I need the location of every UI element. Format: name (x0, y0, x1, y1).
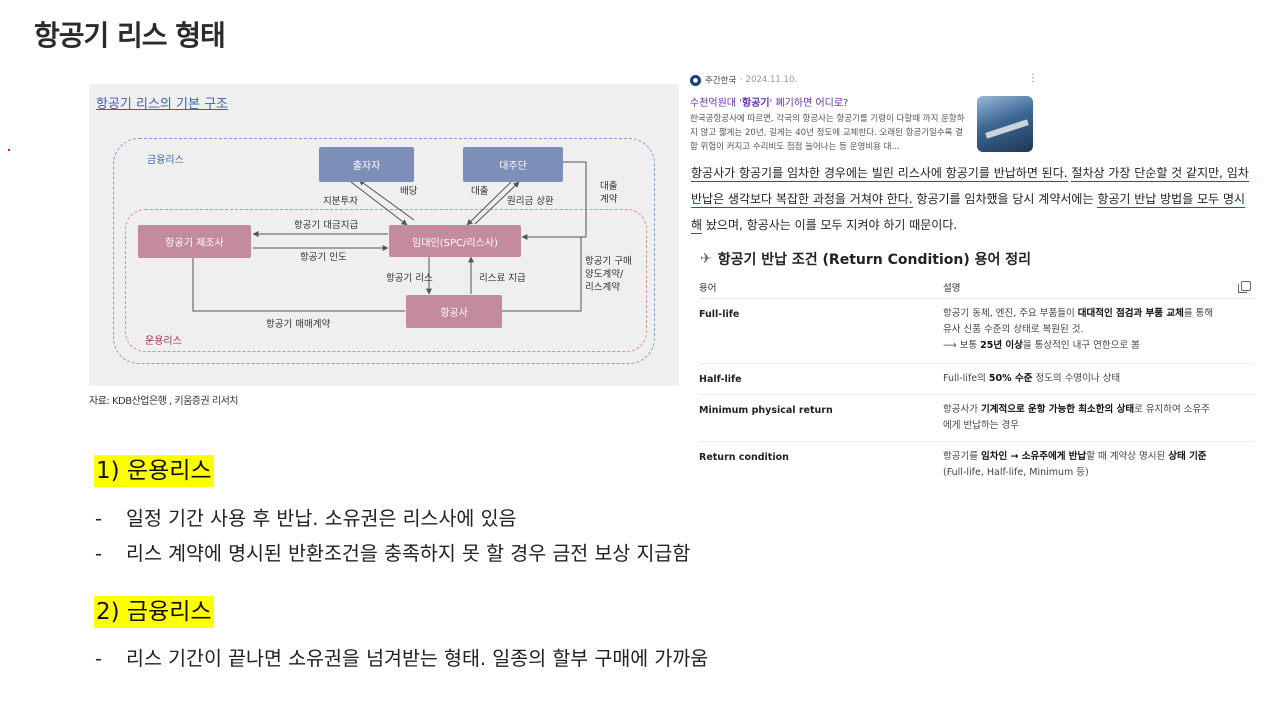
desc-bold: 상태 기준 (1168, 451, 1207, 462)
term-minimum: Minimum physical return (699, 405, 833, 416)
airplane-icon: ✈ (700, 251, 712, 267)
desc-minimum: 항공사가 기계적으로 운항 가능한 최소한의 상태로 유지하여 소유주 에게 반… (943, 402, 1255, 434)
article-title-post: ' 폐기하면 어디로? (769, 98, 849, 109)
desc-text: 정도의 수명이나 상태 (1032, 373, 1121, 384)
investor-node: 출자자 (319, 147, 414, 182)
desc-text: 로 유지하여 소유주 (1134, 404, 1211, 415)
desc-bold: 기계적으로 운항 가능한 최소한의 상태 (980, 404, 1135, 415)
desc-text: ⟶ 보통 (943, 340, 981, 351)
desc-full-life: 항공기 동체, 엔진, 주요 부품들이 대대적인 점검과 부품 교체를 통해 유… (943, 306, 1255, 354)
conditions-table: 용어 설명 Full-life 항공기 동체, 엔진, 주요 부품들이 대대적인… (699, 276, 1255, 486)
manufacturer-node: 항공기 제조사 (138, 225, 251, 258)
desc-text: 할 때 계약상 명시된 (1086, 451, 1169, 462)
sales-contract-label: 항공기 매매계약 (266, 319, 331, 330)
bullet-text: 리스 계약에 명시된 반환조건을 충족하지 못 할 경우 금전 보상 지급함 (126, 542, 691, 565)
purchase-label: 항공기 구매 양도계약/ 리스계약 (585, 256, 632, 293)
desc-bold: 25년 이상 (980, 340, 1023, 351)
diagram-source: 자료: KDB산업은행 , 키움증권 리서치 (89, 396, 238, 407)
table-row: Half-life Full-life의 50% 수준 정도의 수명이나 상태 (699, 364, 1255, 395)
desc-text: 항공사가 (943, 404, 981, 415)
desc-line: 에게 반납하는 경우 (943, 420, 1019, 431)
sales-contract-line (192, 258, 405, 312)
lease-structure-diagram: 항공기 리스의 기본 구조 금융리스 운용리스 (89, 84, 679, 386)
col-term: 용어 (699, 283, 717, 294)
article-title-link[interactable]: 수천억원대 '항공기' 폐기하면 어디로? (690, 94, 848, 109)
diagram-connectors (192, 161, 587, 312)
desc-half-life: Full-life의 50% 수준 정도의 수명이나 상태 (943, 371, 1255, 387)
lease-label: 항공기 리스 (386, 273, 433, 284)
underlined-sentence-1: 항공사가 항공기를 임차한 경우에는 빌린 리스사에 항공기를 반납하면 된다. (691, 166, 1068, 182)
desc-line: (Full-life, Half-life, Minimum 등) (943, 467, 1089, 478)
lessor-node: 임대인(SPC/리스사) (389, 225, 521, 257)
bullet-item: -리스 기간이 끝나면 소유권을 넘겨받는 형태. 일종의 할부 구매에 가까움 (95, 642, 708, 671)
article-title-bold: 항공기 (741, 98, 770, 109)
bullet-item: -리스 계약에 명시된 반환조건을 충족하지 못 할 경우 금전 보상 지급함 (95, 537, 690, 566)
copy-icon[interactable] (1238, 281, 1251, 293)
article-date: · 2024.11.10. (740, 75, 798, 85)
payment-label: 항공기 대금지급 (294, 220, 359, 231)
bullet-text: 일정 기간 사용 후 반납. 소유권은 리스사에 있음 (126, 507, 517, 530)
desc-text: Full-life의 (943, 373, 989, 384)
desc-bold: 50% 수준 (988, 373, 1033, 384)
desc-text: 항공기 동체, 엔진, 주요 부품들이 (943, 308, 1078, 319)
table-row: Minimum physical return 항공사가 기계적으로 운항 가능… (699, 395, 1255, 442)
article-snippet: 한국공항공사에 따르면, 각국의 항공사는 항공기를 기령이 다할때 까지 운항… (690, 114, 965, 152)
lender-node: 대주단 (463, 147, 563, 182)
publisher-row: ● 주간한국 · 2024.11.10. (690, 74, 797, 86)
underlined-sentence-2: 절차상 가장 단순할 것 같지만, 임차 반납은 생각보다 복잡한 과정을 거쳐… (691, 166, 1249, 208)
equity-label: 지분투자 (323, 196, 358, 207)
sentence-3a: 항공기를 임차했을 당시 계약서에는 (916, 192, 1094, 206)
table-row: Return condition 항공기를 임차인 → 소유주에게 반납할 때 … (699, 442, 1255, 486)
section-title-financial: 2) 금융리스 (94, 596, 214, 628)
desc-bold: 임차인 → 소유주에게 반납 (980, 451, 1087, 462)
loan-contract-label: 대출 계약 (600, 181, 618, 205)
dividend-label: 배당 (400, 186, 418, 197)
desc-line: 유사 신품 수준의 상태로 복원된 것. (943, 324, 1084, 335)
bullet-dash: - (95, 542, 103, 565)
operating-lease-label: 운용리스 (145, 336, 182, 347)
airline-node: 항공사 (406, 295, 502, 328)
loan-label: 대출 (471, 186, 489, 197)
purchase-arrow (502, 236, 582, 312)
slide-title: 항공기 리스 형태 (34, 19, 226, 52)
delivery-label: 항공기 인도 (300, 252, 347, 263)
financial-lease-label: 금융리스 (147, 155, 184, 166)
col-desc: 설명 (943, 283, 961, 294)
desc-return-condition: 항공기를 임차인 → 소유주에게 반납할 때 계약상 명시된 상태 기준 (Fu… (943, 449, 1255, 481)
table-header: 용어 설명 (699, 276, 1255, 299)
bullet-dash: - (95, 507, 103, 530)
stray-dot (8, 149, 10, 151)
desc-bold: 대대적인 점검과 부품 교체 (1077, 308, 1184, 319)
news-card[interactable]: ● 주간한국 · 2024.11.10. ⋮ 수천억원대 '항공기' 폐기하면 … (690, 73, 1038, 154)
desc-text: 을 통상적인 내구 연한으로 봄 (1022, 340, 1140, 351)
term-full-life: Full-life (699, 309, 740, 320)
underlined-sentence-3: 항공기 반납 방법을 모두 명시해 (691, 192, 1246, 234)
publisher-logo-icon: ● (690, 74, 701, 86)
bullet-dash: - (95, 647, 103, 670)
bullet-text: 리스 기간이 끝나면 소유권을 넘겨받는 형태. 일종의 할부 구매에 가까움 (126, 647, 709, 670)
financial-lease-area (113, 138, 655, 364)
desc-text: 를 통해 (1183, 308, 1214, 319)
article-title-pre: 수천억원대 ' (690, 98, 742, 109)
bullet-item: -일정 기간 사용 후 반납. 소유권은 리스사에 있음 (95, 502, 516, 531)
term-half-life: Half-life (699, 374, 742, 385)
diagram-title: 항공기 리스의 기본 구조 (96, 97, 228, 112)
publisher-name: 주간한국 (705, 76, 737, 86)
kebab-icon[interactable]: ⋮ (1028, 73, 1038, 84)
loan-arrow (466, 181, 512, 226)
sentence-3c: 놨으며, 항공사는 이를 모두 지켜야 하기 때문이다. (705, 218, 958, 232)
conditions-heading: ✈ 항공기 반납 조건 (Return Condition) 용어 정리 (700, 249, 1031, 269)
repay-arrow (474, 181, 520, 225)
table-row: Full-life 항공기 동체, 엔진, 주요 부품들이 대대적인 점검과 부… (699, 299, 1255, 364)
lease-pay-label: 리스료 지급 (479, 273, 526, 284)
desc-text: 항공기를 (943, 451, 981, 462)
equity-arrow (350, 181, 408, 226)
section-title-operating: 1) 운용리스 (94, 455, 214, 487)
article-thumbnail[interactable] (977, 96, 1033, 152)
dividend-arrow (358, 179, 415, 221)
repay-label: 원리금 상환 (507, 196, 554, 207)
term-return-condition: Return condition (699, 452, 789, 463)
conditions-title: 항공기 반납 조건 (Return Condition) 용어 정리 (717, 252, 1032, 268)
highlight-paragraph: 항공사가 항공기를 임차한 경우에는 빌린 리스사에 항공기를 반납하면 된다.… (691, 160, 1256, 238)
